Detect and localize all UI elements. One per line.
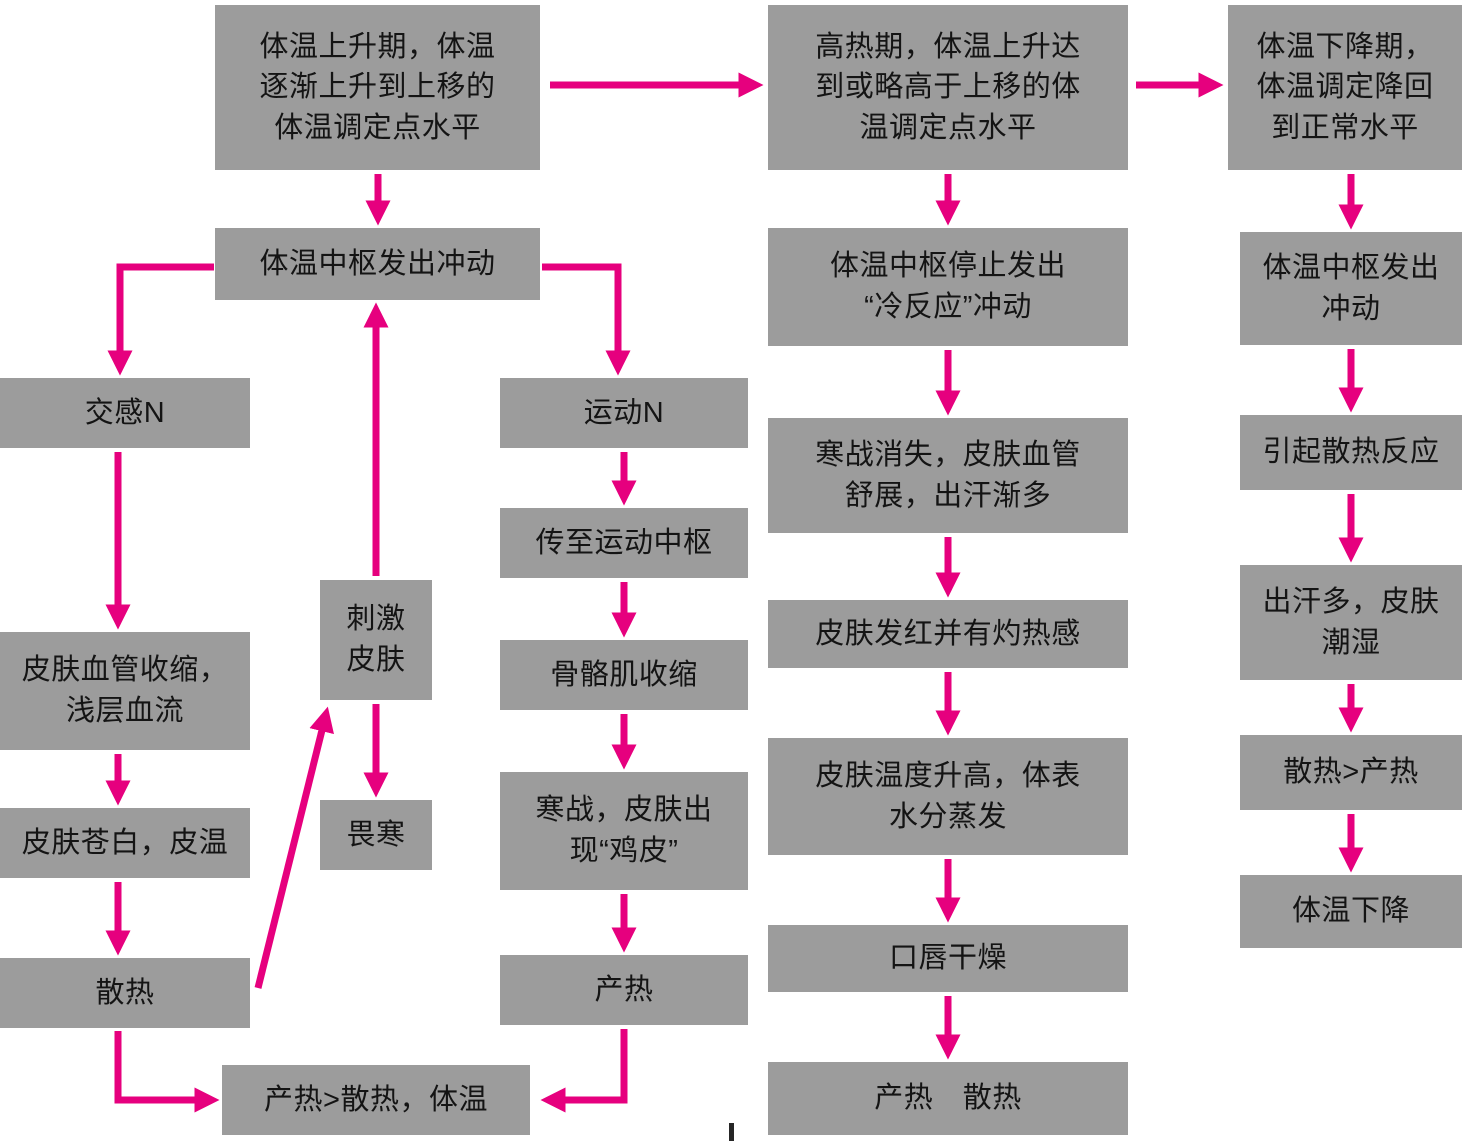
node-motor-n: 运动N (500, 378, 748, 448)
node-fever-phase: 高热期，体温上升达 到或略高于上移的体 温调定点水平 (768, 5, 1128, 170)
node-heat-dissipation: 散热 (0, 958, 250, 1028)
node-stop-cold-impulse: 体温中枢停止发出 “冷反应”冲动 (768, 228, 1128, 346)
node-heat-production: 产热 (500, 955, 748, 1025)
node-center-impulse-2: 体温中枢发出 冲动 (1240, 232, 1462, 345)
artifact-mark (729, 1123, 734, 1141)
node-dry-lips: 口唇干燥 (768, 925, 1128, 992)
arrow-center-to-motor (542, 263, 631, 376)
node-skin-red: 皮肤发红并有灼热感 (768, 600, 1128, 668)
node-vasoconstriction: 皮肤血管收缩， 浅层血流 (0, 632, 250, 750)
node-skeletal-muscle: 骨骼肌收缩 (500, 640, 748, 710)
node-sweat-wet-skin: 出汗多，皮肤 潮湿 (1240, 565, 1462, 680)
node-stimulate-skin: 刺激 皮肤 (320, 580, 432, 700)
arrow-production-to-balance (540, 1029, 628, 1113)
node-rise-phase: 体温上升期，体温 逐渐上升到上移的 体温调定点水平 (215, 5, 540, 170)
node-loss-gt-production: 散热>产热 (1240, 735, 1462, 810)
node-cold-aversion: 畏寒 (320, 800, 432, 870)
arrow-dissipation-to-stimulate (254, 706, 334, 989)
node-heat-loss-response: 引起散热反应 (1240, 415, 1462, 490)
node-temp-drop: 体温下降 (1240, 875, 1462, 948)
node-skin-temp-up: 皮肤温度升高，体表 水分蒸发 (768, 738, 1128, 855)
node-shivering: 寒战，皮肤出 现“鸡皮” (500, 772, 748, 890)
node-decline-phase: 体温下降期， 体温调定降回 到正常水平 (1228, 5, 1462, 170)
node-shiver-stop: 寒战消失，皮肤血管 舒展，出汗渐多 (768, 418, 1128, 533)
node-center-impulse: 体温中枢发出冲动 (215, 228, 540, 300)
node-heat-gt-loss: 产热>散热，体温 (222, 1065, 530, 1135)
node-to-motor-center: 传至运动中枢 (500, 508, 748, 578)
arrow-dissipation-to-balance (114, 1031, 220, 1113)
node-skin-pale: 皮肤苍白，皮温 (0, 808, 250, 878)
node-heat-equal-loss: 产热 散热 (768, 1062, 1128, 1135)
node-sympathetic-n: 交感N (0, 378, 250, 448)
arrow-center-to-sympathetic (107, 263, 214, 376)
